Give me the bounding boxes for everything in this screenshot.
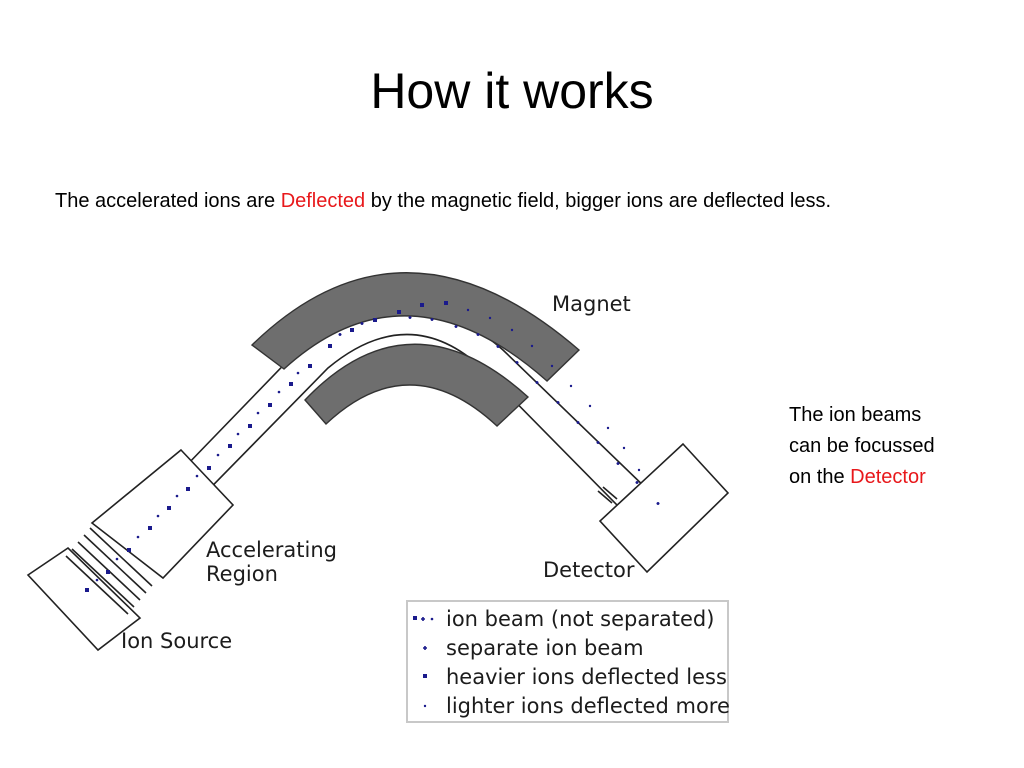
side-note-line: on the Detector: [789, 462, 989, 493]
legend-item: lighter ions deflected more: [446, 694, 730, 718]
side-note-line: can be focussed: [789, 435, 935, 457]
lighter-ions-beam: [466, 308, 641, 472]
ion-source-label: Ion Source: [121, 629, 232, 653]
legend: ion beam (not separated) separate ion be…: [406, 600, 730, 723]
detector-box: [598, 442, 730, 574]
detector-label: Detector: [543, 558, 635, 582]
accelerating-label-line1: Accelerating: [206, 538, 337, 562]
legend-item: ion beam (not separated): [446, 607, 714, 631]
magnet-inner-arc: [304, 343, 530, 427]
detector-slit: [597, 486, 618, 504]
accelerating-region-box: [90, 448, 235, 580]
side-note-text: on the: [789, 466, 851, 488]
separate-ion-beam: [338, 316, 660, 505]
legend-item: separate ion beam: [446, 636, 644, 660]
side-note: The ion beams can be focussed on the Det…: [789, 400, 989, 493]
slide-title: How it works: [370, 63, 654, 119]
intro-text: The accelerated ions are Deflected by th…: [55, 190, 831, 213]
ion-source-box: [26, 546, 142, 652]
flight-tube: [153, 304, 653, 526]
accelerating-plates: [65, 527, 153, 615]
intro-text-start: The accelerated ions are: [55, 190, 281, 212]
heavier-ions-beam: [328, 301, 448, 348]
ion-beam-combined: [85, 364, 312, 592]
intro-text-end: by the magnetic field, bigger ions are d…: [365, 190, 832, 212]
side-note-line: The ion beams: [789, 404, 922, 426]
magnet-label: Magnet: [552, 292, 631, 316]
legend-symbol-heavier: [423, 674, 427, 678]
intro-highlight: Deflected: [280, 190, 366, 212]
side-note-highlight: Detector: [850, 466, 926, 488]
legend-symbol-ion-beam: [413, 616, 434, 621]
legend-symbol-separate-beam: [423, 646, 427, 650]
legend-symbol-lighter: [423, 704, 427, 708]
legend-item: heavier ions deflected less: [446, 665, 727, 689]
accelerating-label-line2: Region: [206, 562, 278, 586]
